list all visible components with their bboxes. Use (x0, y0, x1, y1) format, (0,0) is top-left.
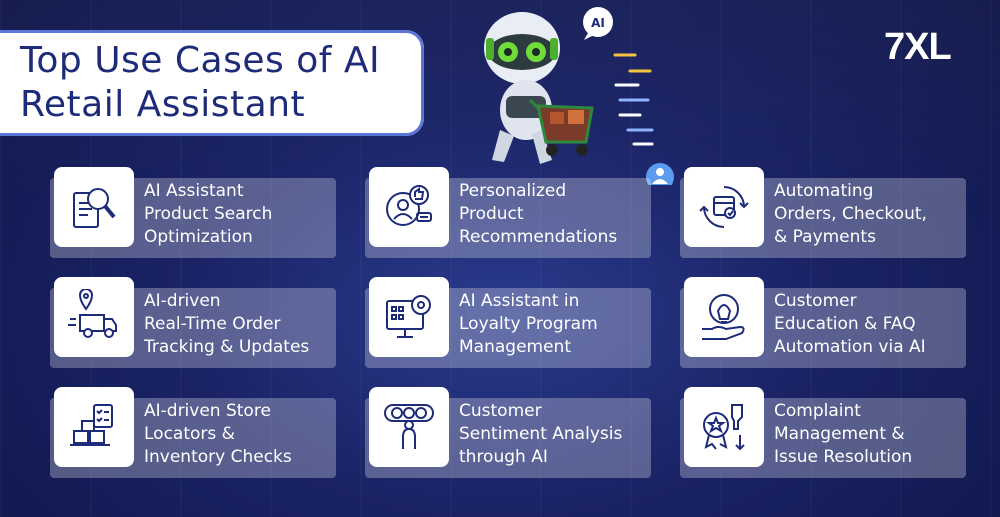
card-9-line-2: Management & (774, 424, 905, 444)
card-4-line-2: Real-Time Order (144, 314, 281, 334)
use-case-card-1: AI Assistant Product Search Optimization (50, 167, 336, 258)
card-4-line-1: AI-driven (144, 291, 221, 311)
card-7-line-1: AI-driven Store (144, 401, 271, 421)
title-box: Top Use Cases of AI Retail Assistant (0, 30, 424, 136)
gear-dashboard-icon (369, 277, 449, 357)
use-case-card-4: AI-driven Real-Time Order Tracking & Upd… (50, 277, 336, 368)
card-5-line-3: Management (459, 337, 571, 357)
use-case-card-9: Complaint Management & Issue Resolution (680, 387, 966, 478)
robot-bubble-text: AI (591, 16, 605, 30)
card-7-line-2: Locators & (144, 424, 235, 444)
boxes-checklist-icon (54, 387, 134, 467)
card-3-line-1: Automating (774, 181, 874, 201)
search-document-icon (54, 167, 134, 247)
card-4-line-3: Tracking & Updates (144, 337, 310, 357)
card-3-line-2: Orders, Checkout, (774, 204, 927, 224)
award-thumbs-down-icon (684, 387, 764, 467)
card-9-line-3: Issue Resolution (774, 447, 913, 467)
card-1-line-2: Product Search (144, 204, 273, 224)
card-8-line-3: through AI (459, 447, 548, 467)
lightbulb-hand-icon (684, 277, 764, 357)
box-cycle-icon (684, 167, 764, 247)
card-1-line-1: AI Assistant (144, 181, 244, 201)
card-6-line-3: Automation via AI (774, 337, 926, 357)
use-case-card-8: Customer Sentiment Analysis through AI (365, 387, 651, 478)
thumbs-up-user-icon (369, 167, 449, 247)
card-2-line-1: Personalized (459, 181, 567, 201)
use-case-card-7: AI-driven Store Locators & Inventory Che… (50, 387, 336, 478)
page-title-line-2: Retail Assistant (20, 84, 306, 125)
page-title-line-1: Top Use Cases of AI (20, 40, 381, 81)
use-case-card-5: AI Assistant in Loyalty Program Manageme… (365, 277, 651, 368)
card-8-line-1: Customer (459, 401, 542, 421)
card-6-line-1: Customer (774, 291, 857, 311)
card-3-line-3: & Payments (774, 227, 876, 247)
card-5-line-2: Loyalty Program (459, 314, 598, 334)
sentiment-faces-icon (369, 387, 449, 467)
card-2-line-2: Product (459, 204, 524, 224)
card-2-line-3: Recommendations (459, 227, 618, 247)
card-5-line-1: AI Assistant in (459, 291, 580, 311)
use-case-card-3: Automating Orders, Checkout, & Payments (680, 167, 966, 258)
use-case-card-6: Customer Education & FAQ Automation via … (680, 277, 966, 368)
card-8-line-2: Sentiment Analysis (459, 424, 623, 444)
card-9-line-1: Complaint (774, 401, 861, 421)
card-6-line-2: Education & FAQ (774, 314, 916, 334)
card-1-line-3: Optimization (144, 227, 253, 247)
brand-logo: 7XL (884, 26, 952, 68)
delivery-truck-icon (54, 277, 134, 357)
card-7-line-3: Inventory Checks (144, 447, 292, 467)
use-case-card-2: Personalized Product Recommendations (365, 167, 651, 258)
robot-illustration: AI (484, 7, 674, 185)
